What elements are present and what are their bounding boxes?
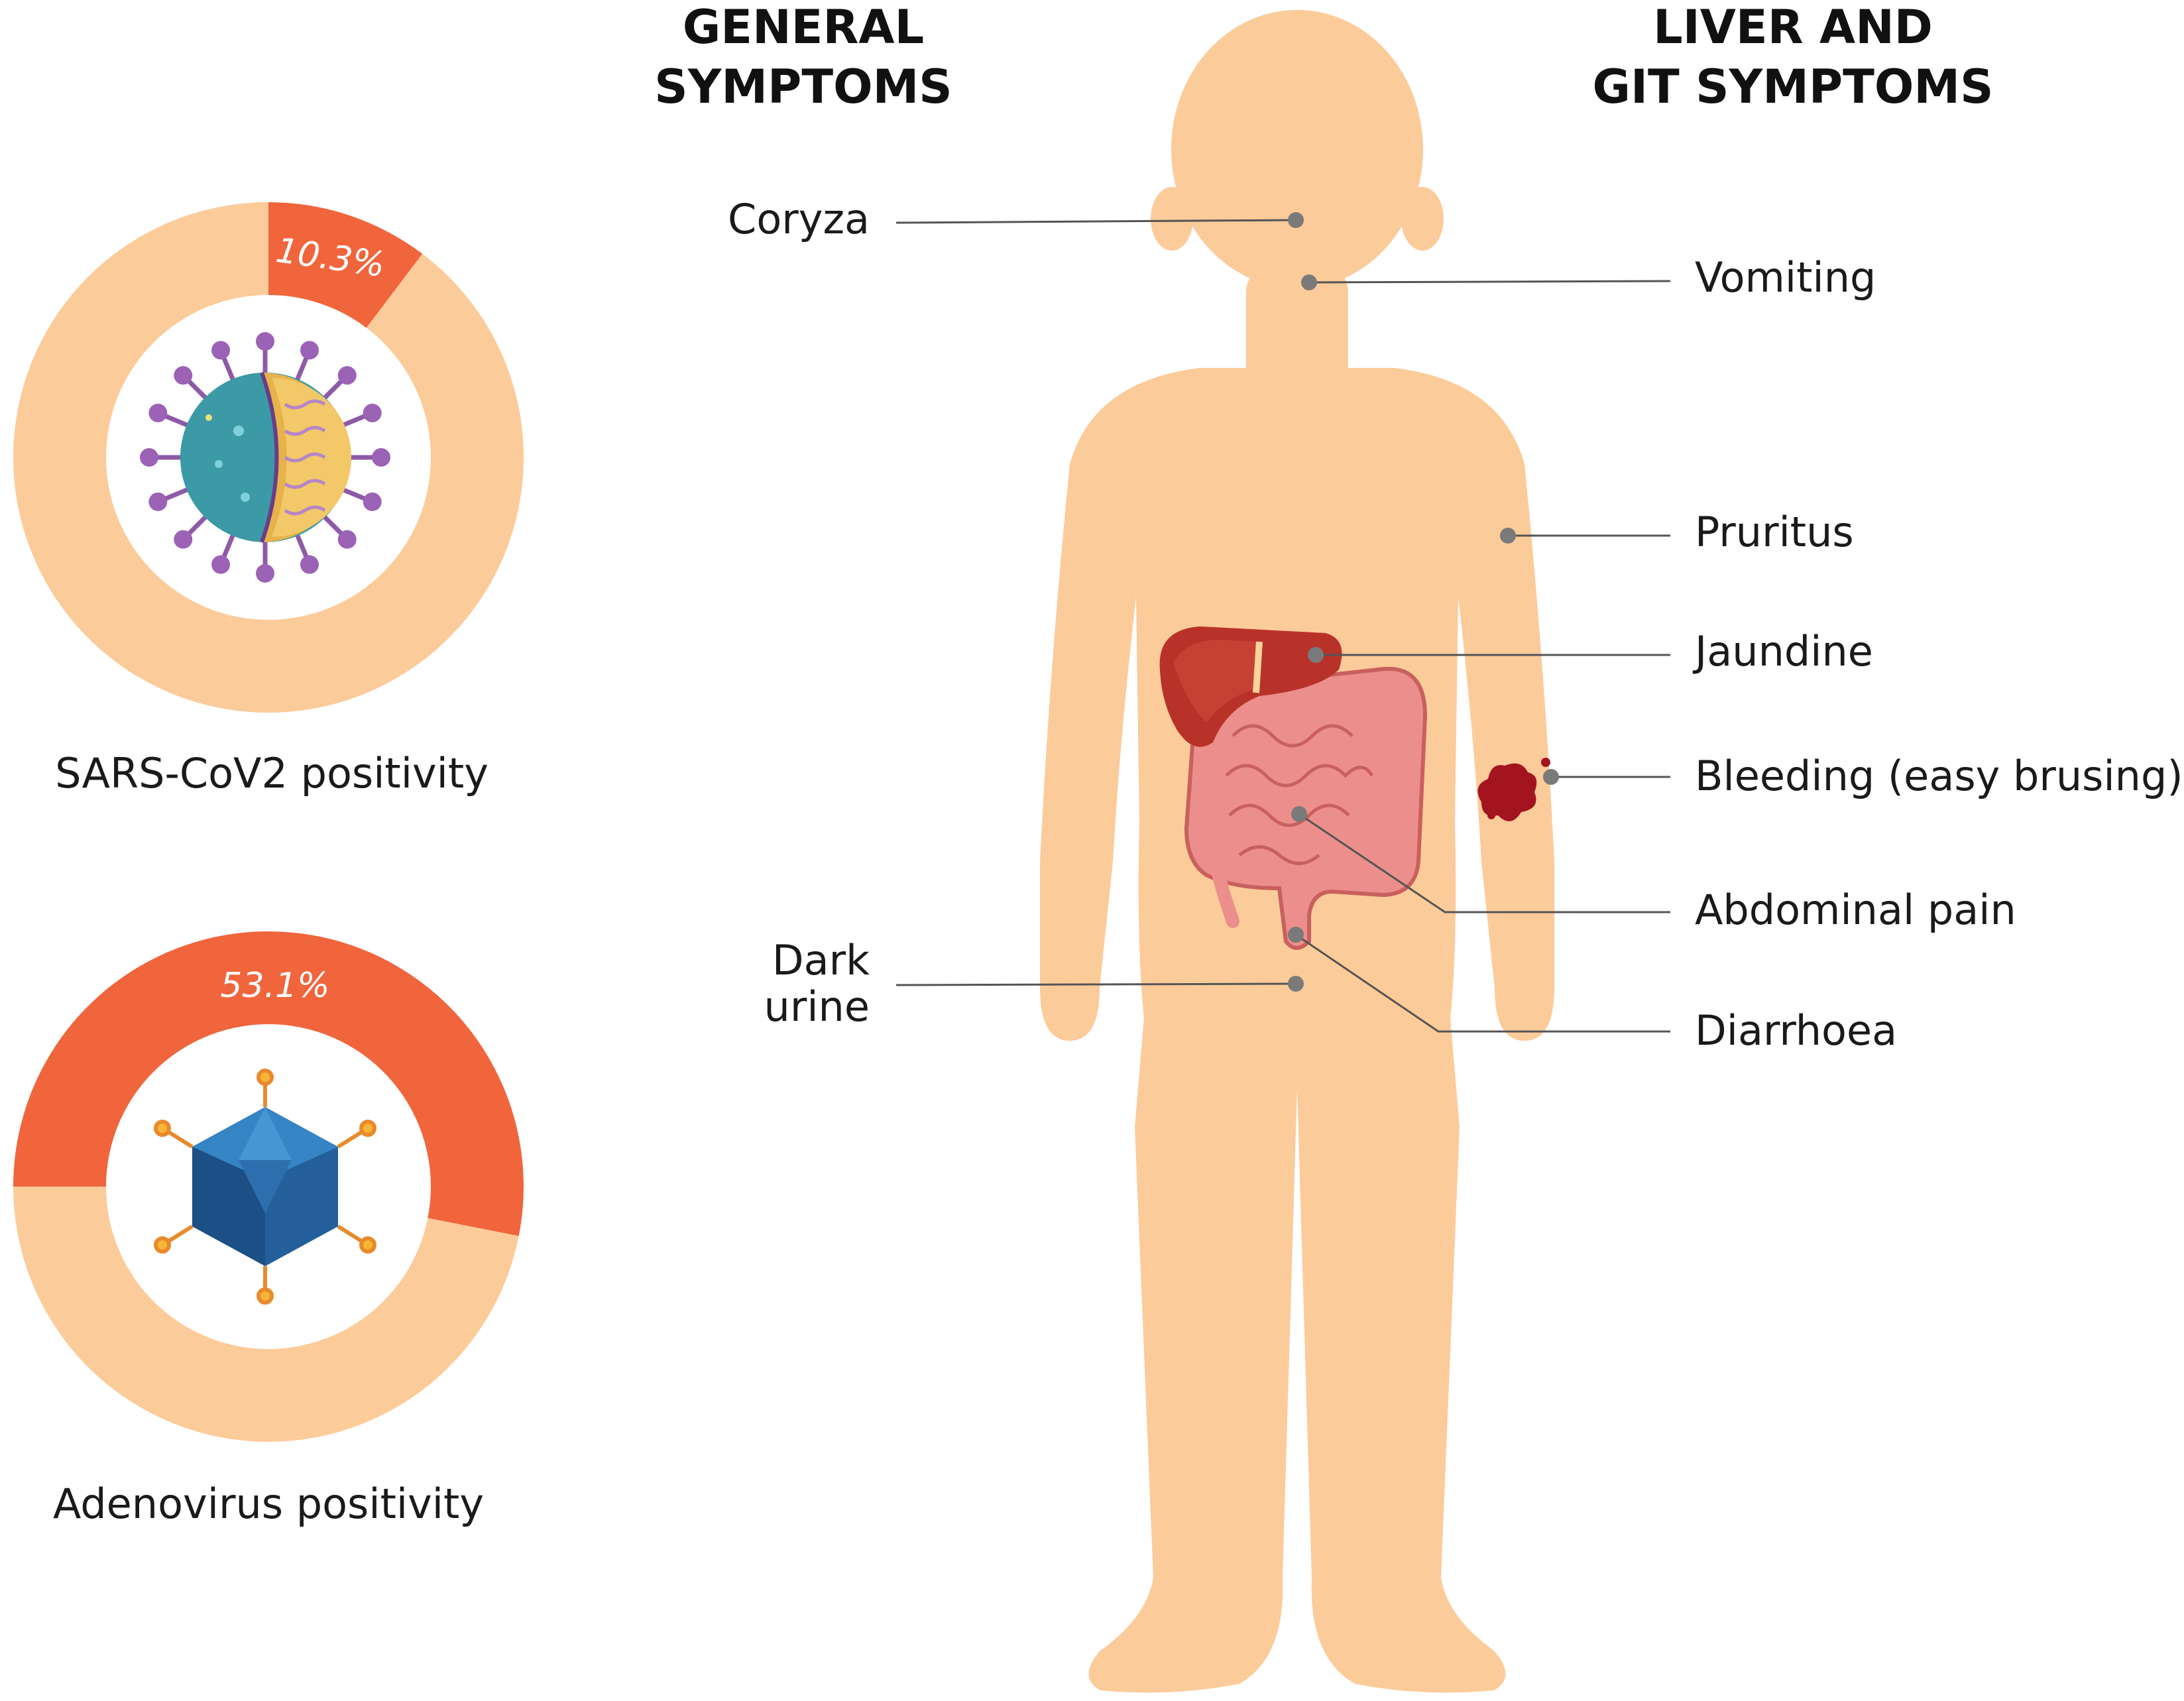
adenovirus-donut-chart: 53.1% <box>13 931 524 1442</box>
intestine-illustration <box>1184 666 1428 950</box>
spike-tip-icon <box>300 555 319 574</box>
symptom-dots <box>1288 212 1559 992</box>
adenovirus-positive-segment <box>13 931 524 1236</box>
spike-tip-icon <box>148 492 168 511</box>
leader-lines <box>895 219 1671 1033</box>
sars-cov2-negative-segment <box>13 202 524 713</box>
coryza-label: Coryza <box>728 195 870 243</box>
liver-illustration <box>1159 626 1342 747</box>
spike-tip-icon <box>300 341 319 360</box>
diarrhoea-leader-line <box>1295 933 1670 1033</box>
coryza-leader-line <box>895 219 1296 224</box>
spike-tip-icon <box>337 530 357 549</box>
vomiting-dot <box>1301 274 1317 290</box>
adenovirus-negative-segment <box>13 1187 519 1442</box>
spike-tip-icon <box>363 404 382 423</box>
spike-tip-icon <box>372 448 390 467</box>
dark-urine-label-line2: urine <box>764 982 870 1031</box>
diarrhoea-label: Diarrhoea <box>1695 1006 1897 1055</box>
sars-cov2-donut-chart: 10.3% <box>13 202 524 713</box>
liver-git-heading-line1: LIVER AND <box>1653 0 1933 54</box>
spike-tip-icon <box>363 492 382 511</box>
spike-tip-icon <box>256 564 274 583</box>
sars-cov2-positive-segment <box>268 202 423 328</box>
bleeding-dot <box>1543 769 1559 785</box>
spike-tip-icon <box>174 530 193 549</box>
spike-tip-icon <box>148 404 168 423</box>
abdominal-pain-leader-line <box>1298 813 1670 913</box>
spike-tip-icon <box>211 555 231 574</box>
general-symptoms-heading-line2: SYMPTOMS <box>654 60 952 114</box>
bleeding-label: Bleeding (easy brusing) <box>1695 752 2183 800</box>
spike-tip-icon <box>211 341 231 360</box>
spike-tip-icon <box>140 448 158 467</box>
coronavirus-icon <box>140 332 390 583</box>
spike-tip-icon <box>337 366 357 385</box>
general-symptoms-heading-line1: GENERAL <box>683 0 924 54</box>
bruise-mark <box>1477 758 1550 821</box>
liver-git-heading-line2: GIT SYMPTOMS <box>1592 60 1993 114</box>
pruritus-dot <box>1500 528 1516 544</box>
abdominal-pain-label: Abdominal pain <box>1695 886 2016 934</box>
adenovirus-icon <box>154 1069 376 1305</box>
coryza-dot <box>1288 212 1304 228</box>
adenovirus-percent-label: 53.1% <box>220 966 329 1006</box>
pruritus-label: Pruritus <box>1695 508 1854 556</box>
jaundice-dot <box>1308 647 1324 663</box>
spike-tip-icon <box>256 332 274 351</box>
diarrhoea-dot <box>1288 927 1304 943</box>
vomiting-label: Vomiting <box>1695 253 1876 302</box>
jaundice-label: Jaundine <box>1692 627 1873 675</box>
dark-urine-dot <box>1288 976 1304 992</box>
adenovirus-chart-title: Adenovirus positivity <box>53 1480 484 1528</box>
spike-tip-icon <box>174 366 193 385</box>
sars-cov2-chart-title: SARS-CoV2 positivity <box>55 749 489 797</box>
dark-urine-leader-line <box>895 982 1296 986</box>
vomiting-leader-line <box>1308 280 1671 284</box>
dark-urine-label-line1: Dark <box>772 936 870 984</box>
abdominal-pain-dot <box>1291 806 1307 822</box>
